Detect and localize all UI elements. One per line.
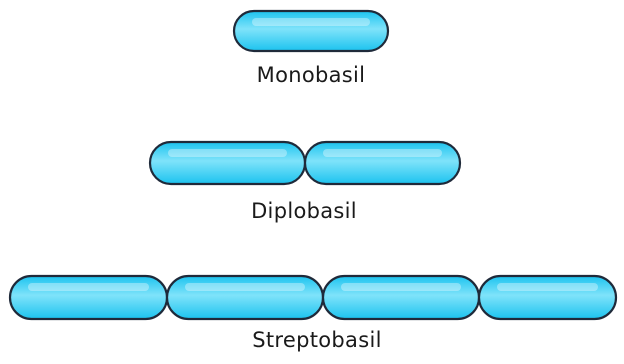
monobasil-cell [232, 9, 390, 53]
monobasil-label: Monobasil [256, 63, 366, 87]
streptobasil-group [8, 274, 618, 321]
diplobasil-label: Diplobasil [251, 199, 357, 223]
streptobasil-cell [165, 274, 325, 321]
streptobasil-cell [321, 274, 481, 321]
streptobasil-cell [8, 274, 169, 321]
monobasil-group [232, 9, 390, 53]
diplobasil-group [148, 140, 462, 186]
diplobasil-cell [148, 140, 307, 186]
streptobasil-label: Streptobasil [252, 328, 382, 352]
streptobasil-cell [477, 274, 618, 321]
diplobasil-cell [303, 140, 462, 186]
